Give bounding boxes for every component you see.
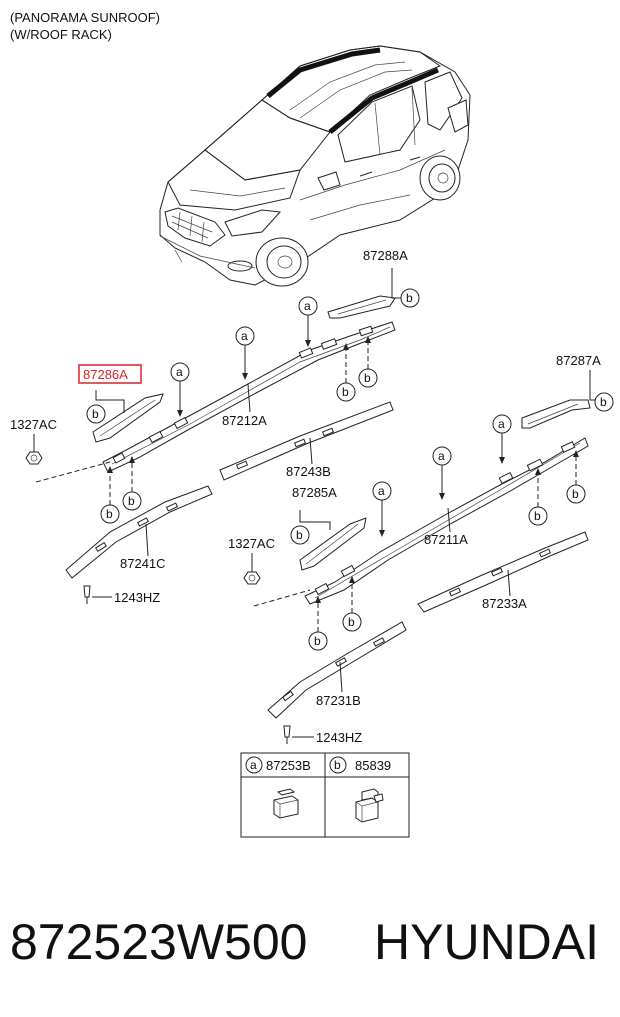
header-note-line1: (PANORAMA SUNROOF) [10,10,160,25]
label-87233A[interactable]: 87233A [482,596,527,611]
svg-text:a: a [241,329,248,343]
label-1327AC-left[interactable]: 1327AC [10,417,57,432]
svg-text:b: b [296,528,303,542]
svg-text:a: a [176,365,183,379]
legend-b: b 85839 [329,756,391,823]
svg-text:a: a [304,299,311,313]
clip-87253B-drawing [273,788,299,819]
footer-part-number: 872523W500 [10,914,307,970]
highlighted-callout-87286A[interactable]: 87286A [78,364,142,384]
suv-illustration [159,45,471,287]
part-87243B-molding: 87243B [219,401,394,481]
label-87231B[interactable]: 87231B [316,693,361,708]
svg-text:b: b [406,291,413,305]
part-87241C-molding: 87241C [65,485,213,579]
svg-text:b: b [92,407,99,421]
b-marker: b [400,288,420,308]
b-marker: b [100,466,120,524]
part-87212A-rail: 87212A [102,321,396,473]
b-marker: b [86,404,106,424]
part-87288A-cover: 87288A [327,248,408,319]
a-marker: a [298,296,318,347]
svg-text:b: b [600,395,607,409]
label-1243HZ-bottom[interactable]: 1243HZ [316,730,362,745]
clip-85839-drawing [355,788,384,823]
label-87285A[interactable]: 87285A [292,485,337,500]
label-1327AC-mid[interactable]: 1327AC [228,536,275,551]
b-marker: b [358,336,378,388]
part-1243HZ-screw-left: 1243HZ [83,585,160,605]
svg-text:b: b [128,494,135,508]
b-marker: b [308,596,328,651]
svg-text:b: b [342,385,349,399]
svg-text:b: b [364,371,371,385]
svg-text:a: a [378,484,385,498]
svg-text:b: b [534,509,541,523]
a-marker: a [492,414,512,464]
label-87241C[interactable]: 87241C [120,556,166,571]
label-87211A[interactable]: 87211A [424,532,468,547]
b-marker: b [290,525,310,545]
b-marker: b [528,468,548,526]
a-marker: a [372,481,392,537]
svg-text:b: b [348,615,355,629]
svg-text:b: b [106,507,113,521]
legend-a-part[interactable]: 87253B [266,758,311,773]
legend-a-letter: a [250,758,257,772]
part-1243HZ-screw-bottom: 1243HZ [283,725,362,745]
a-marker: a [235,326,255,380]
svg-text:b: b [572,487,579,501]
label-87288A[interactable]: 87288A [363,248,408,263]
label-1243HZ-left[interactable]: 1243HZ [114,590,160,605]
part-1327AC-nut-left: 1327AC [10,417,111,483]
part-87233A-molding: 87233A [417,531,589,613]
legend-b-part[interactable]: 85839 [355,758,391,773]
part-1327AC-nut-mid: 1327AC [228,536,311,607]
b-marker: b [336,343,356,402]
label-87243B[interactable]: 87243B [286,464,331,479]
svg-text:b: b [314,634,321,648]
b-marker: b [594,392,614,412]
svg-text:a: a [498,417,505,431]
part-87286A-cover [92,390,164,443]
b-marker: b [566,450,586,504]
svg-text:a: a [438,449,445,463]
b-marker: b [122,456,142,511]
part-87287A-cover: 87287A [521,353,601,429]
part-87285A-cover: 87285A [292,485,367,571]
part-87211A-rail: 87211A [304,437,589,605]
part-87231B-molding: 87231B [267,621,407,719]
footer-brand: HYUNDAI [374,914,599,970]
legend-a: a 87253B [245,756,311,819]
label-87212A[interactable]: 87212A [222,413,267,428]
header-note-line2: (W/ROOF RACK) [10,27,112,42]
legend-b-letter: b [334,758,341,772]
a-marker: a [170,362,190,417]
b-marker: b [342,576,362,632]
a-marker: a [432,446,452,500]
legend-table: a 87253B b 85839 [240,752,410,838]
label-87286A[interactable]: 87286A [83,367,128,382]
label-87287A[interactable]: 87287A [556,353,601,368]
